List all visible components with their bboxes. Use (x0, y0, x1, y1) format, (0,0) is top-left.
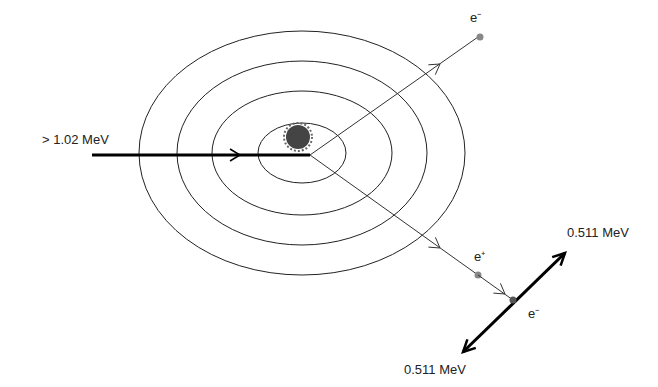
annihilation-arrowhead (493, 283, 505, 294)
nucleus-fuzz (284, 123, 312, 151)
annihilation-track (478, 275, 513, 300)
middle-shell (177, 61, 427, 245)
electron-label: e⁻ (470, 10, 481, 26)
electron-target-dot (510, 297, 517, 304)
electron-shells (139, 31, 465, 275)
inner-shell (258, 123, 346, 183)
electron-track (310, 37, 478, 155)
electron-arrowhead (428, 64, 440, 75)
gamma-arrowhead-down (463, 339, 476, 352)
incoming-photon (92, 154, 310, 157)
nucleus-core (286, 125, 310, 149)
positron-label: e⁺ (474, 249, 485, 265)
electron-label: e⁻ (528, 306, 539, 322)
gamma-energy-label: 0.511 MeV (404, 362, 466, 378)
gamma-rays (463, 253, 565, 352)
gamma-arrowhead-up (552, 253, 565, 266)
outer-shell (139, 31, 465, 275)
nucleus (284, 123, 312, 151)
second-shell (212, 91, 392, 215)
electron-dot (477, 34, 484, 41)
positron-arrowhead (428, 237, 440, 248)
positron-track (310, 155, 478, 275)
gamma-energy-label: 0.511 MeV (567, 225, 629, 241)
photon-energy-label: > 1.02 MeV (42, 132, 109, 148)
photon-arrowhead (230, 149, 240, 161)
